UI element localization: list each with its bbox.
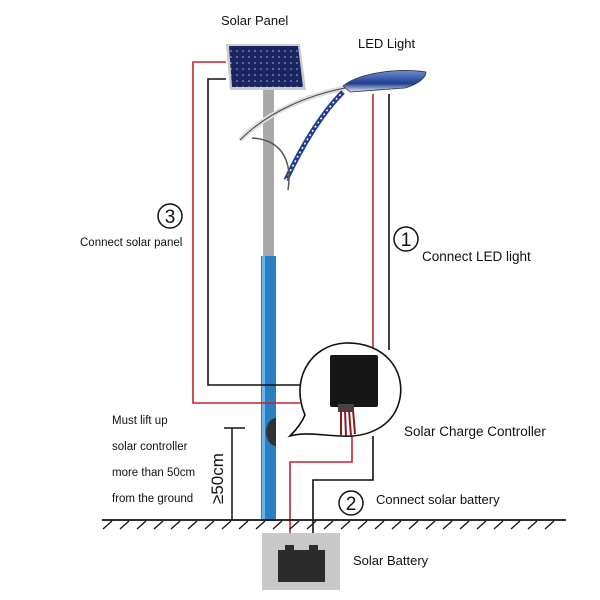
battery-wires xyxy=(289,436,374,546)
light-pole xyxy=(261,88,276,521)
solar-panel-image xyxy=(226,44,306,90)
solar-battery-label: Solar Battery xyxy=(353,553,429,568)
controller-callout xyxy=(287,342,402,438)
ground-line xyxy=(102,519,566,530)
svg-text:more than 50cm: more than 50cm xyxy=(112,467,195,479)
step-3-marker: 3 xyxy=(157,203,183,229)
connect-solar-battery-label: Connect solar battery xyxy=(376,492,500,507)
svg-text:3: 3 xyxy=(165,207,176,228)
step-1-marker: 1 xyxy=(393,226,419,252)
solar-charge-controller-label: Solar Charge Controller xyxy=(404,424,546,439)
lift-note: Must lift up solar controller more than … xyxy=(112,415,195,505)
lamp-arm xyxy=(238,85,346,191)
led-light-label: LED Light xyxy=(358,36,415,51)
svg-text:solar controller: solar controller xyxy=(112,441,188,453)
solar-panel-wires xyxy=(192,61,302,404)
led-light-image xyxy=(342,70,427,93)
svg-text:2: 2 xyxy=(346,494,357,515)
led-light-wires xyxy=(372,94,390,350)
svg-text:from the ground: from the ground xyxy=(112,493,193,505)
connect-solar-panel-label: Connect solar panel xyxy=(80,237,182,249)
solar-battery-image xyxy=(262,533,340,590)
height-mark-label: ≥50cm xyxy=(208,453,227,504)
connect-led-light-label: Connect LED light xyxy=(422,249,531,264)
charge-controller-image xyxy=(330,355,378,407)
height-dimension: ≥50cm xyxy=(208,427,245,520)
step-2-marker: 2 xyxy=(338,490,364,516)
svg-text:1: 1 xyxy=(401,230,412,251)
solar-panel-label: Solar Panel xyxy=(221,13,288,28)
svg-text:Must lift up: Must lift up xyxy=(112,415,168,427)
